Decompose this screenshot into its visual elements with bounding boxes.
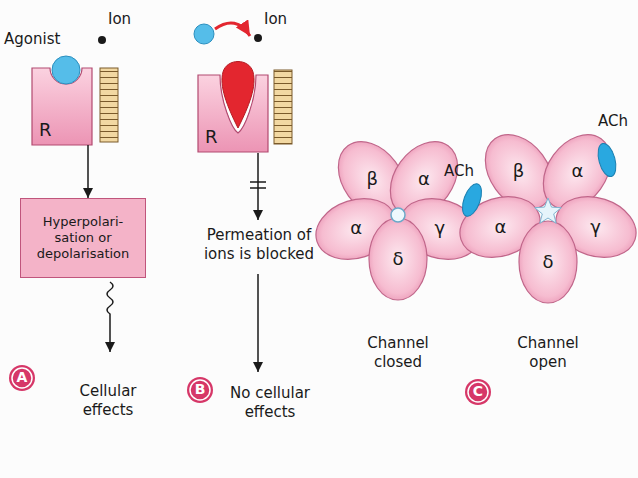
badge-disc: [190, 380, 210, 400]
subunit-label: δ: [542, 251, 553, 274]
closed-pore: [391, 208, 405, 222]
panel-letter: B: [195, 381, 206, 399]
subunit-label: β: [513, 160, 525, 183]
antagonist-blocker: [222, 62, 254, 129]
subunit-label: γ: [435, 217, 446, 240]
subunit-shape: [369, 218, 427, 300]
block-mark: [250, 181, 266, 183]
subunit-label: α: [495, 216, 507, 239]
ion-label: Ion: [108, 10, 148, 29]
subunit-shape: [519, 221, 577, 303]
ligand-label: ACh: [444, 162, 484, 181]
wavy-arrow: [107, 282, 113, 352]
receptor-label: R: [205, 126, 218, 149]
receptor-box: R: [198, 75, 268, 152]
subunit-label: α: [418, 168, 430, 191]
panel-letter: C: [473, 383, 483, 401]
receptor-shape: [198, 75, 268, 152]
badge-disc: [12, 368, 32, 388]
box-shape: [21, 199, 146, 278]
receptor-subunit: δ: [506, 220, 590, 304]
block-mark: [250, 187, 266, 189]
panel-badge: A: [9, 365, 35, 391]
effect-box: Hyperpolari- sation or depolarisation: [20, 198, 146, 278]
ion-label: Ion: [264, 10, 304, 29]
receptor-shape: [32, 68, 92, 145]
agonist-ball: [52, 56, 80, 84]
panel-badge: C: [465, 379, 491, 405]
state-label: Channel closed: [356, 334, 440, 372]
subunit-label: γ: [590, 216, 601, 239]
binding-site: [222, 76, 254, 130]
receptor-label: R: [39, 119, 52, 142]
receptor-subunit: δ: [356, 217, 440, 301]
agonist-ball: [194, 24, 214, 44]
receptor-box: R: [32, 68, 92, 145]
state-label: Channel open: [506, 334, 590, 372]
ion-channel: [100, 68, 118, 142]
flow-arrow: [87, 145, 89, 198]
displacement-arrow: [215, 23, 250, 36]
ligand-label: ACh: [598, 112, 636, 131]
subunit-label: β: [366, 168, 378, 191]
badge-disc: [468, 382, 488, 402]
ion-channel: [274, 70, 292, 144]
outcome-label: No cellular effects: [214, 384, 326, 422]
subunit-label: α: [571, 160, 583, 183]
badge-ring: [187, 377, 213, 403]
flow-arrow: [257, 274, 259, 372]
process-note: Permeation of ions is blocked: [196, 226, 322, 264]
badge-ring: [9, 365, 35, 391]
ach-molecule: [595, 142, 619, 179]
panel-badge: B: [187, 377, 213, 403]
box-text: Hyperpolari- sation or depolarisation: [22, 214, 144, 263]
badge-ring: [465, 379, 491, 405]
open-pore: [535, 198, 562, 223]
ligand-label: Agonist: [4, 30, 78, 49]
ion-dot: [98, 36, 106, 44]
ach-molecule: [459, 181, 486, 218]
panel-letter: A: [17, 369, 28, 387]
connector-layer: [88, 145, 89, 198]
blocked-arrow: [257, 153, 259, 220]
subunit-label: δ: [392, 248, 403, 271]
outcome-label: Cellular effects: [68, 382, 148, 420]
binding-site: [52, 69, 80, 83]
ion-dot: [254, 34, 262, 42]
subunit-label: α: [350, 217, 362, 240]
